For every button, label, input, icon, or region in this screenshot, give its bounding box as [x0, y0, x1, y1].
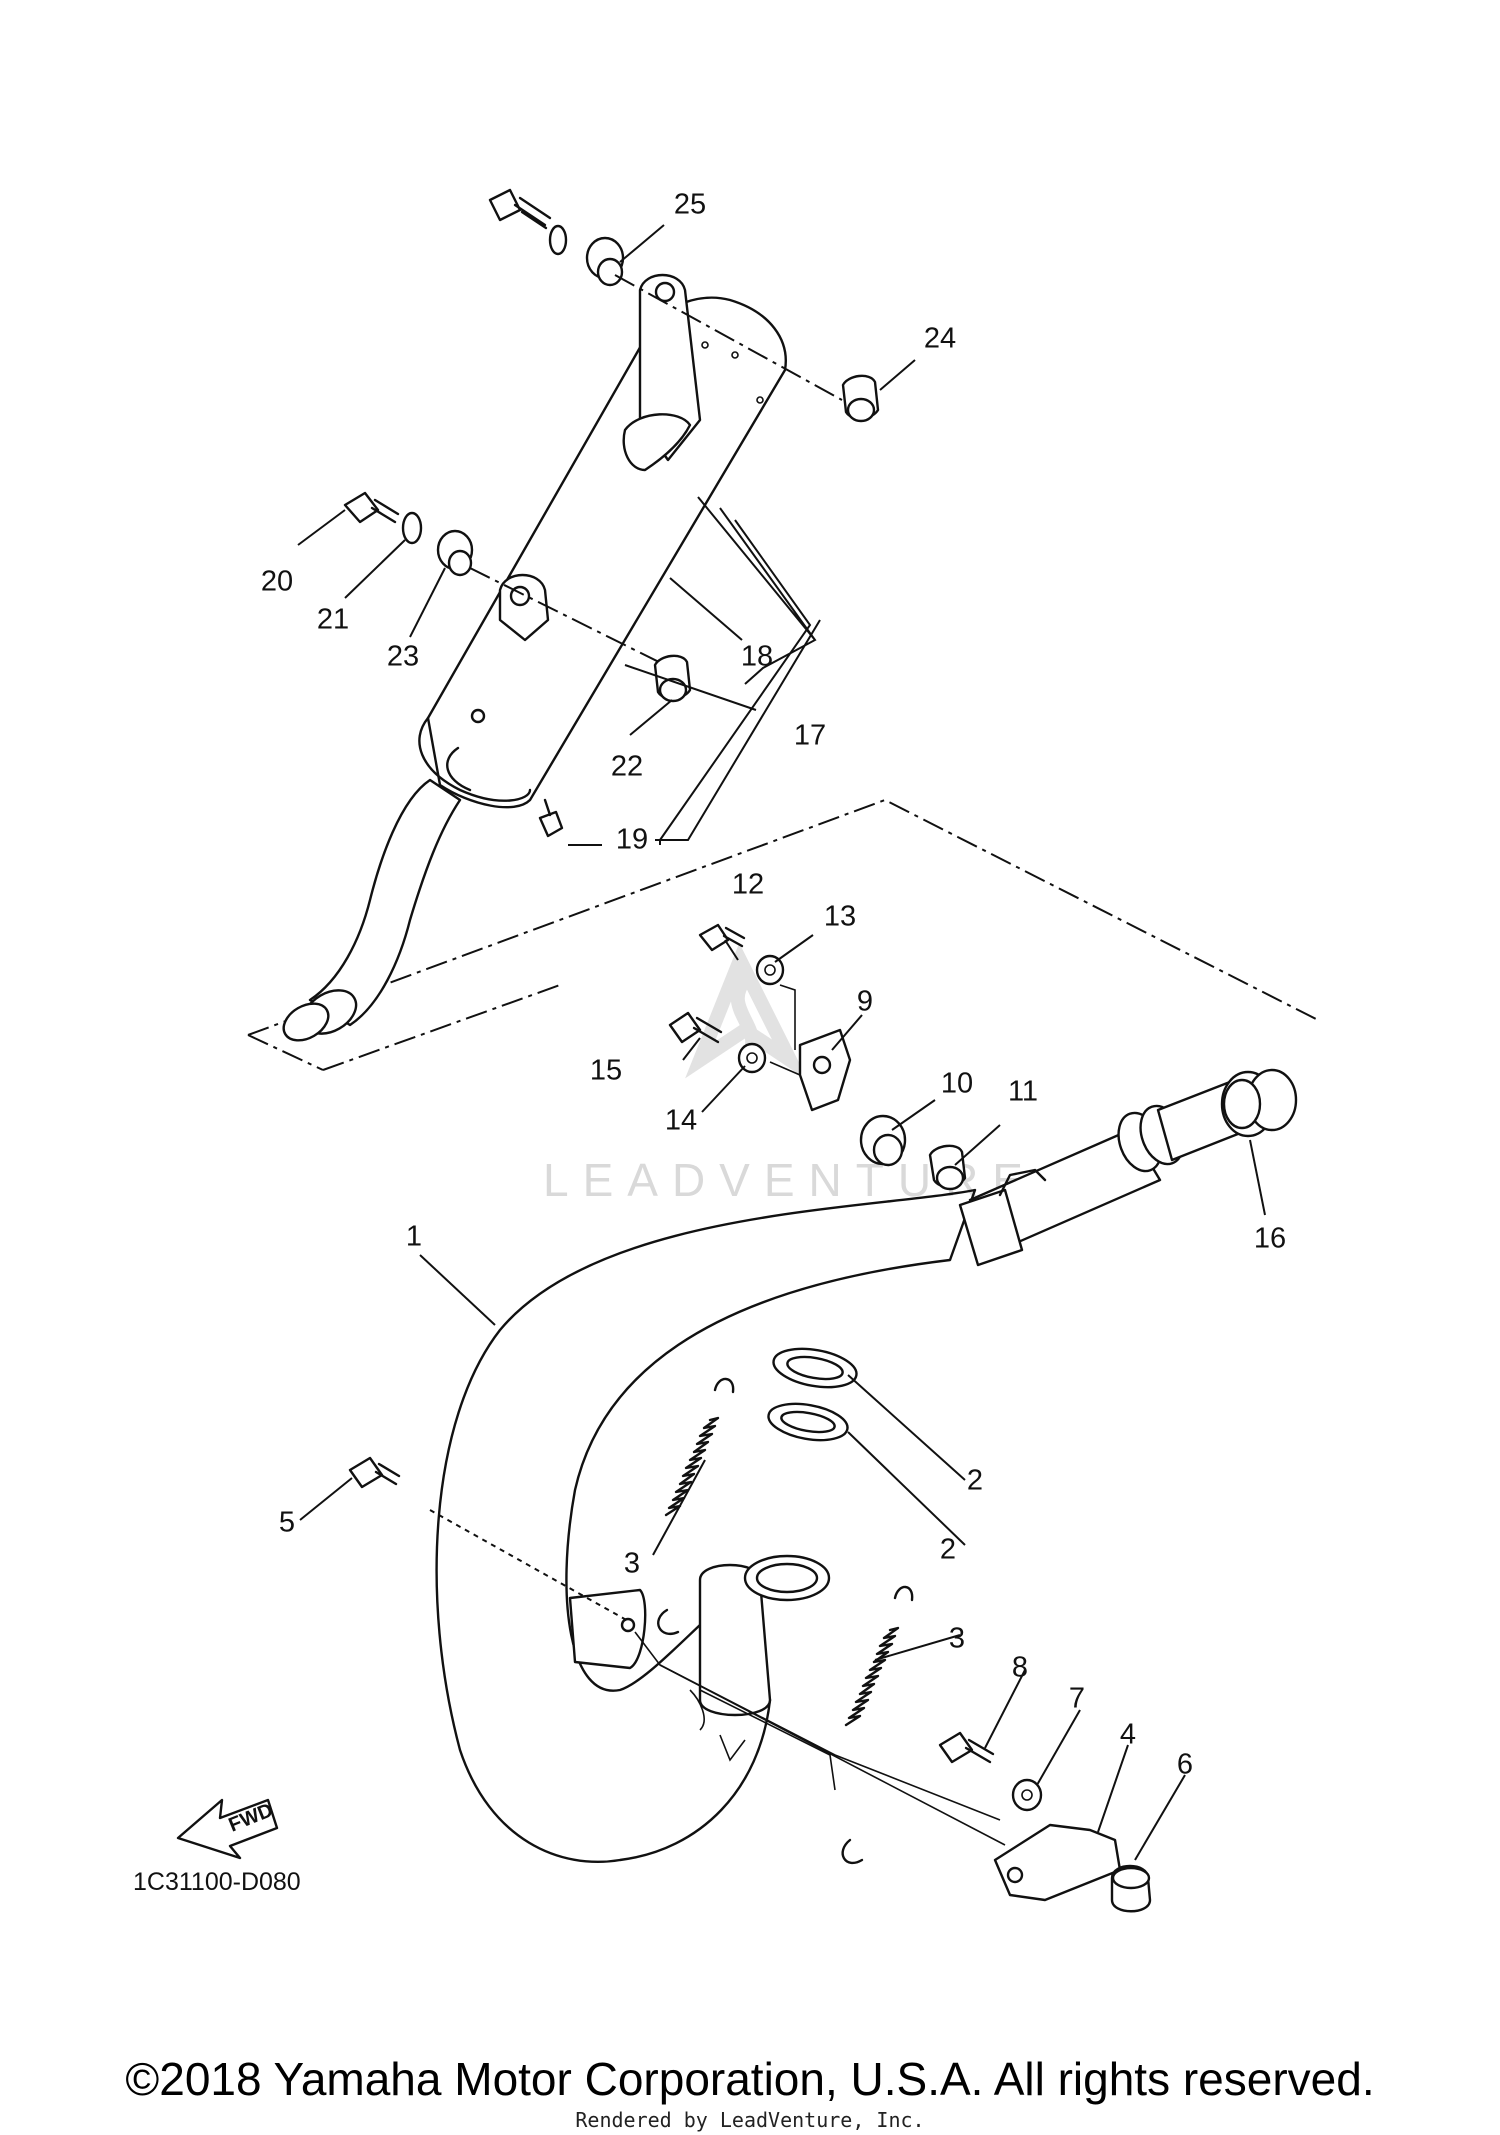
- callout-17: 17: [794, 720, 826, 752]
- callout-15: 15: [590, 1055, 622, 1087]
- muffler-group-outline: [247, 798, 1319, 1071]
- callout-7: 7: [1069, 1683, 1085, 1715]
- callout-10: 10: [941, 1068, 973, 1100]
- callout-8: 8: [1012, 1652, 1028, 1684]
- callout-12: 12: [732, 869, 764, 901]
- callout-23: 23: [387, 641, 419, 673]
- part-5-bolt: [348, 1456, 631, 1623]
- part-22-collar: [653, 654, 692, 703]
- callout-19: 19: [616, 824, 648, 856]
- callout-2a: 2: [967, 1465, 983, 1497]
- callout-1: 1: [406, 1221, 422, 1253]
- gaskets: [767, 1347, 858, 1442]
- callouts: 25 24 20 21 23 18 17 22 19 12 13 9 10 11…: [261, 189, 1286, 1781]
- copyright-notice: ©2018 Yamaha Motor Corporation, U.S.A. A…: [125, 2053, 1375, 2105]
- callout-2b: 2: [940, 1534, 956, 1566]
- callout-20: 20: [261, 566, 293, 598]
- muffler: [282, 273, 787, 1042]
- callout-13: 13: [824, 901, 856, 933]
- callout-22: 22: [611, 751, 643, 783]
- callout-16: 16: [1254, 1223, 1286, 1255]
- callout-9: 9: [857, 986, 873, 1018]
- callout-4: 4: [1120, 1719, 1136, 1751]
- callout-5: 5: [279, 1507, 295, 1539]
- rendered-by-credit: Rendered by LeadVenture, Inc.: [575, 2108, 925, 2132]
- bottom-bracket-group: [634, 1631, 1152, 1913]
- callout-3b: 3: [949, 1623, 965, 1655]
- callout-24: 24: [924, 323, 956, 355]
- callout-21: 21: [317, 604, 349, 636]
- callout-11: 11: [1008, 1076, 1038, 1108]
- part-19-rivet: [538, 798, 564, 838]
- part-24-collar: [841, 374, 880, 423]
- springs: [657, 1377, 914, 1864]
- diagram-code: 1C31100-D080: [133, 1868, 301, 1896]
- callout-3a: 3: [624, 1548, 640, 1580]
- leader-lines: [297, 224, 1266, 1861]
- fwd-arrow-icon: FWD: [176, 1798, 279, 1860]
- part-20-21-23-group: [343, 491, 676, 671]
- callout-14: 14: [665, 1105, 697, 1137]
- callout-6: 6: [1177, 1749, 1193, 1781]
- bracket-parts-group: [668, 923, 967, 1191]
- callout-25: 25: [674, 189, 706, 221]
- callout-18: 18: [741, 641, 773, 673]
- part-25-group: [488, 188, 843, 401]
- exhaust-pipe: [435, 1068, 1298, 1864]
